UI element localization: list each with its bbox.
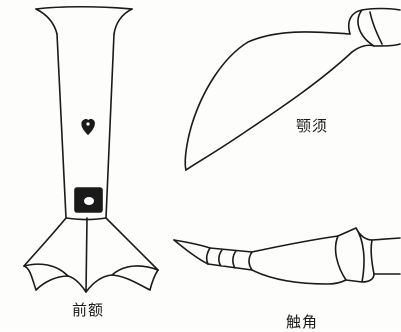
mandible-label: 颚须 — [296, 115, 328, 136]
antenna-label: 触角 — [286, 311, 318, 332]
antenna-small-segments — [207, 248, 252, 270]
frontal-central-seam — [86, 218, 87, 292]
frontal-right-side — [106, 34, 114, 218]
antenna-basal-segments — [338, 228, 374, 282]
frontal-drawing — [24, 7, 158, 292]
mandible-segment-block — [358, 9, 400, 47]
antenna-large-segment — [252, 236, 346, 284]
frontal-top-rim — [36, 7, 132, 9]
frontal-left-side — [57, 34, 66, 218]
mandible-blade-lower — [186, 52, 352, 170]
antenna-base-block — [371, 238, 400, 274]
frontal-right-wing — [106, 218, 158, 270]
frontal-heart-spot — [82, 120, 94, 134]
frontal-right-flare — [114, 9, 132, 34]
frontal-left-flare — [36, 9, 57, 34]
mandible-drawing — [185, 9, 400, 171]
frontal-label: 前额 — [72, 299, 104, 320]
antenna-drawing — [174, 228, 400, 284]
frontal-right-inner-curve — [112, 266, 158, 275]
frontal-left-wing — [24, 218, 66, 266]
mandible-segment-divider — [370, 12, 382, 44]
frontal-base-line — [66, 218, 106, 220]
mandible-blade-upper — [185, 32, 350, 170]
frontal-bottom-outline — [24, 266, 158, 292]
